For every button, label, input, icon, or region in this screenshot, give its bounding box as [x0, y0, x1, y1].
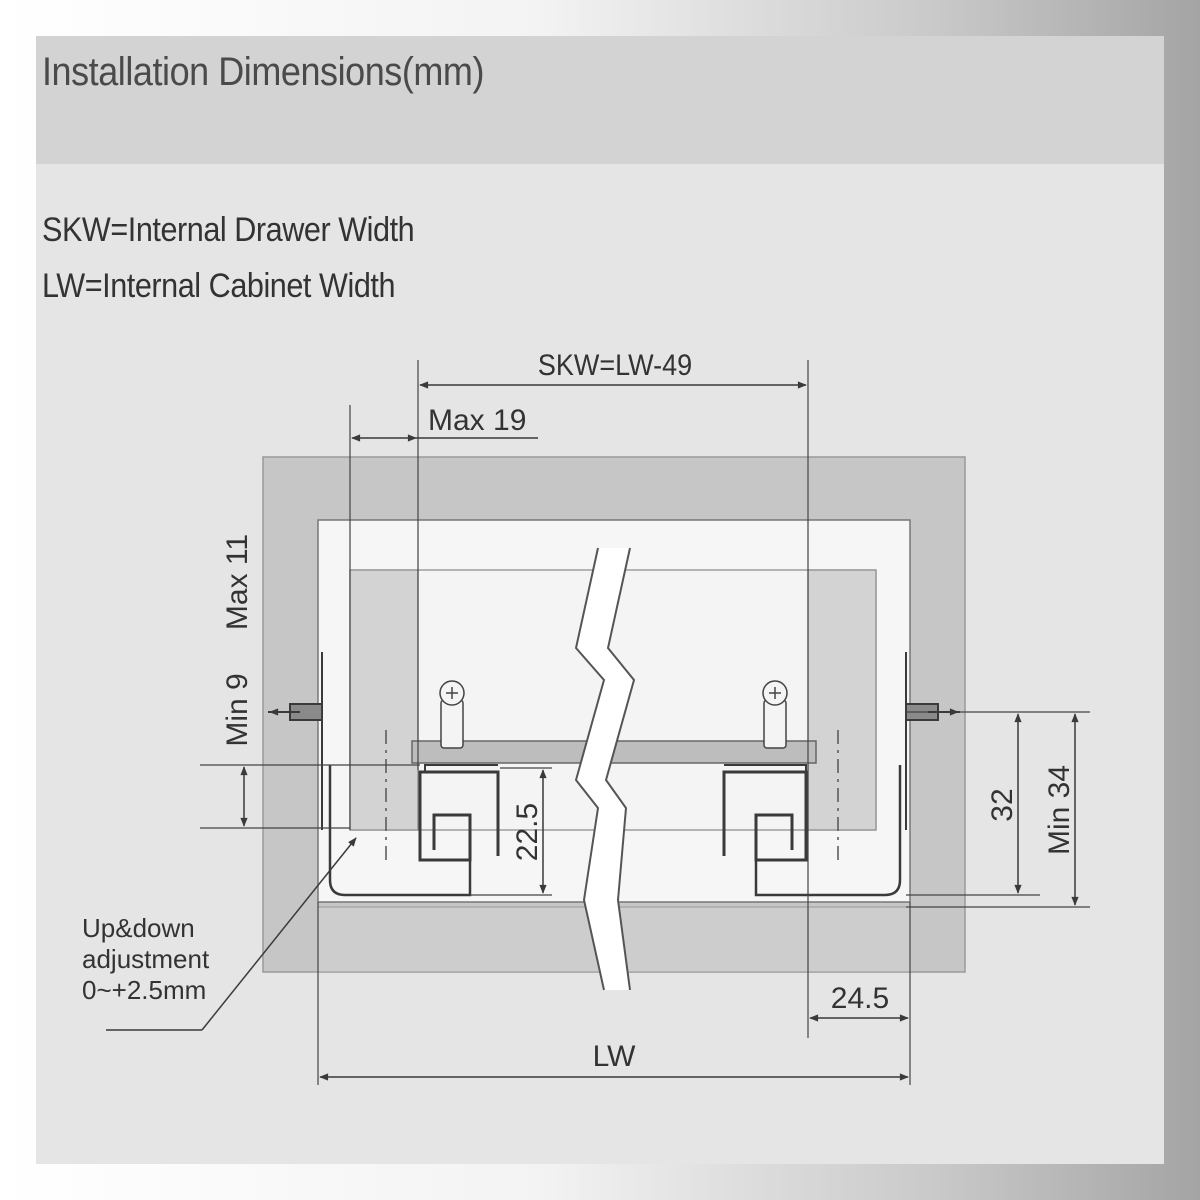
- dim-32-label: 32: [986, 788, 1019, 821]
- adjust-note-line2: adjustment: [82, 944, 210, 974]
- dim-skw-label: SKW=LW-49: [538, 349, 692, 383]
- dim-max19-label: Max 19: [428, 404, 526, 437]
- screw-left: [439, 680, 465, 749]
- dim-22-5-label: 22.5: [511, 803, 544, 861]
- dim-max11-label: Max 11: [221, 534, 254, 630]
- dim-lw-label: LW: [593, 1040, 636, 1073]
- adjust-note-line3: 0~+2.5mm: [82, 975, 206, 1005]
- dim-min9-label: Min 9: [221, 673, 254, 746]
- break-line: [574, 547, 636, 991]
- legend-lw: LW=Internal Cabinet Width: [42, 267, 396, 305]
- dim-min34-label: Min 34: [1043, 765, 1076, 855]
- legend-skw: SKW=Internal Drawer Width: [42, 211, 415, 249]
- extension-lines: [200, 360, 1090, 1085]
- dimension-lines: [106, 381, 1079, 1081]
- screw-right: [762, 680, 788, 749]
- runner-left: [321, 652, 500, 897]
- dim-24-5-label: 24.5: [831, 982, 889, 1015]
- drawer-side-right: [807, 569, 877, 831]
- header-band: Installation Dimensions(mm): [36, 36, 1164, 164]
- runner-right: [722, 652, 907, 897]
- centerlines: [385, 730, 839, 860]
- drawer-side-left: [349, 569, 419, 831]
- page-title: Installation Dimensions(mm): [42, 50, 484, 94]
- adjust-note-line1: Up&down: [82, 913, 195, 943]
